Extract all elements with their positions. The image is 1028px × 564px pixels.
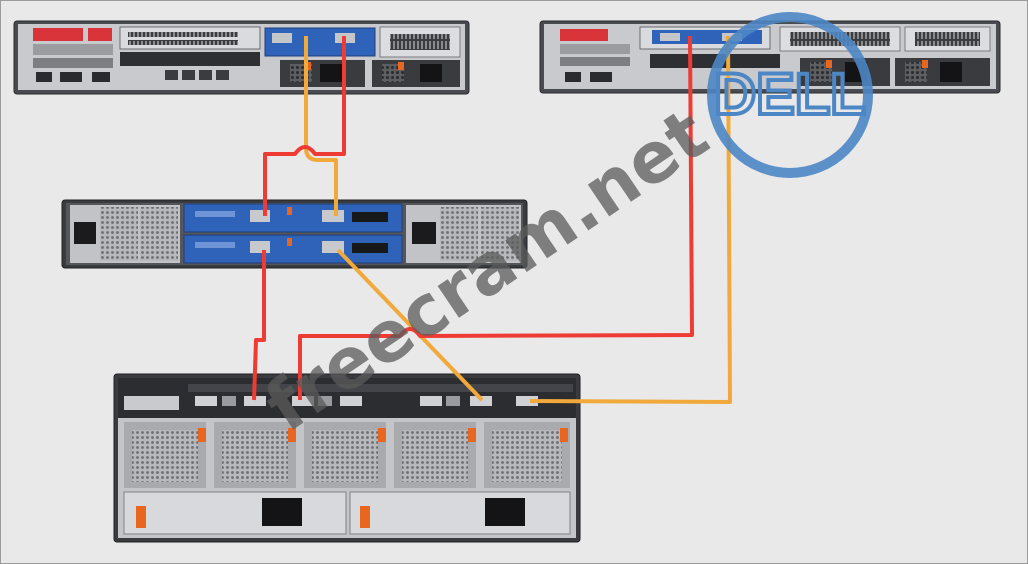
cable-switch-orange-storage — [336, 248, 484, 402]
cable-switch-red-storage — [252, 250, 266, 401]
cables — [252, 35, 732, 404]
cable-left-server-red — [263, 36, 346, 216]
fc-switch — [61, 199, 528, 269]
left-server-red-tab — [33, 28, 83, 41]
dell-logo: DELL — [707, 12, 873, 178]
right-server-red-tab — [560, 29, 608, 41]
server-right — [539, 20, 1001, 94]
storage-ports — [195, 396, 538, 406]
cable-right-server-red — [298, 35, 694, 400]
right-server-port-a — [660, 33, 680, 41]
storage-release-tabs — [198, 428, 568, 442]
left-server-port-a — [272, 33, 292, 43]
storage-psu-2 — [349, 491, 571, 535]
storage-fan-modules — [124, 422, 570, 488]
storage-psu-1 — [123, 491, 347, 535]
cable-right-server-orange — [529, 35, 732, 404]
dell-logo-text: DELL — [714, 62, 865, 127]
left-server-io-ports — [36, 70, 229, 82]
storage-enclosure — [113, 373, 581, 543]
server-left — [13, 20, 470, 95]
